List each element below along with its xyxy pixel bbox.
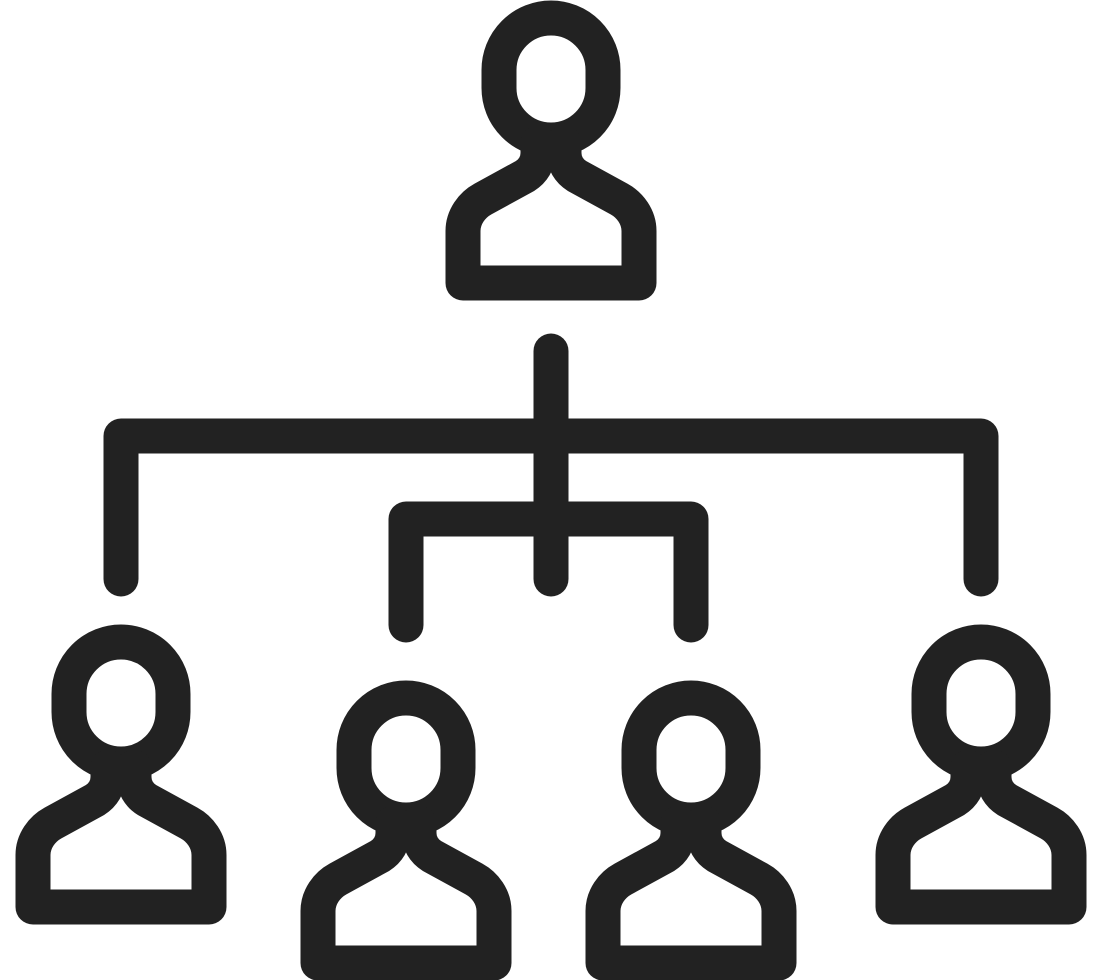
person-icon — [603, 698, 779, 963]
connector-lines — [103, 333, 999, 643]
person-icon — [463, 18, 639, 283]
person-icon — [33, 642, 209, 907]
person-icon — [893, 642, 1069, 907]
inner-bracket — [388, 501, 709, 643]
outer-bracket — [103, 418, 999, 597]
person-icon — [318, 698, 494, 963]
